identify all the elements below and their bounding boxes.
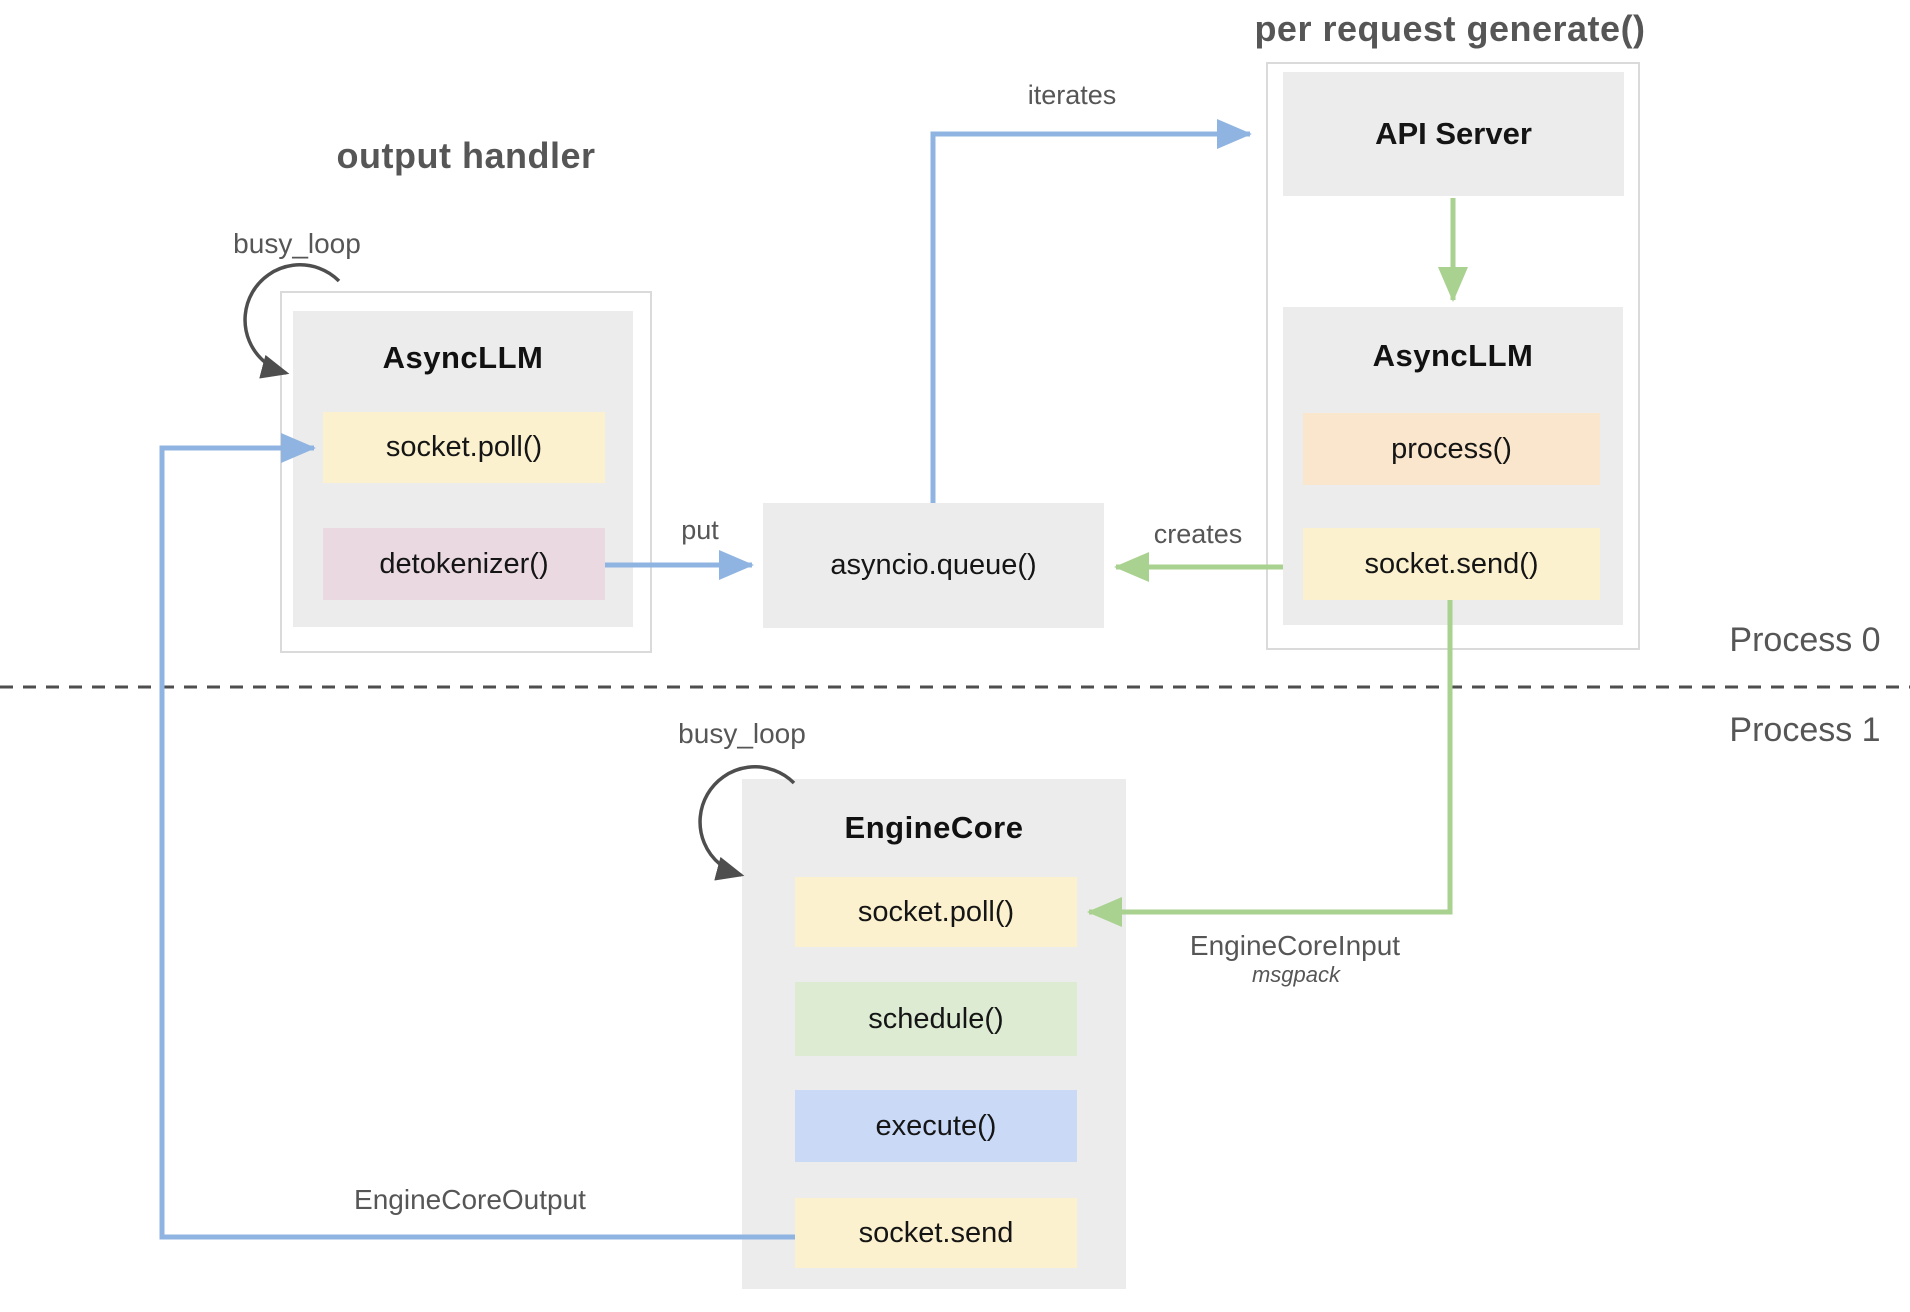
schedule-chip: schedule() xyxy=(795,982,1077,1056)
output-handler-title: output handler xyxy=(336,135,596,176)
engine-socket-poll-chip: socket.poll() xyxy=(795,877,1077,947)
execute-chip: execute() xyxy=(795,1090,1077,1162)
msgpack-label: msgpack xyxy=(1251,962,1341,987)
asyncio-queue-box: asyncio.queue() xyxy=(763,503,1104,628)
engine-core-output-label: EngineCoreOutput xyxy=(354,1184,586,1215)
detokenizer-chip: detokenizer() xyxy=(323,528,605,600)
busy-loop-label-left: busy_loop xyxy=(233,228,361,259)
engine-core-title: EngineCore xyxy=(844,810,1024,845)
put-label: put xyxy=(681,515,719,545)
right-asyncllm-title: AsyncLLM xyxy=(1372,338,1534,373)
engine-core-input-label: EngineCoreInput xyxy=(1189,930,1401,961)
creates-label: creates xyxy=(1153,519,1243,549)
process0-label: Process 0 xyxy=(1729,621,1881,659)
iterates-arrow xyxy=(930,119,1253,503)
api-server-box: API Server xyxy=(1283,72,1624,196)
iterates-label: iterates xyxy=(1027,80,1117,110)
right-socket-send-chip: socket.send() xyxy=(1303,528,1600,600)
busy-loop-label-engine: busy_loop xyxy=(678,718,806,749)
left-asyncllm-title: AsyncLLM xyxy=(382,340,544,375)
engine-socket-send-chip: socket.send xyxy=(795,1198,1077,1268)
process-chip: process() xyxy=(1303,413,1600,485)
left-socket-poll-chip: socket.poll() xyxy=(323,412,605,483)
process1-label: Process 1 xyxy=(1729,711,1881,749)
per-request-generate-title: per request generate() xyxy=(1254,8,1646,49)
